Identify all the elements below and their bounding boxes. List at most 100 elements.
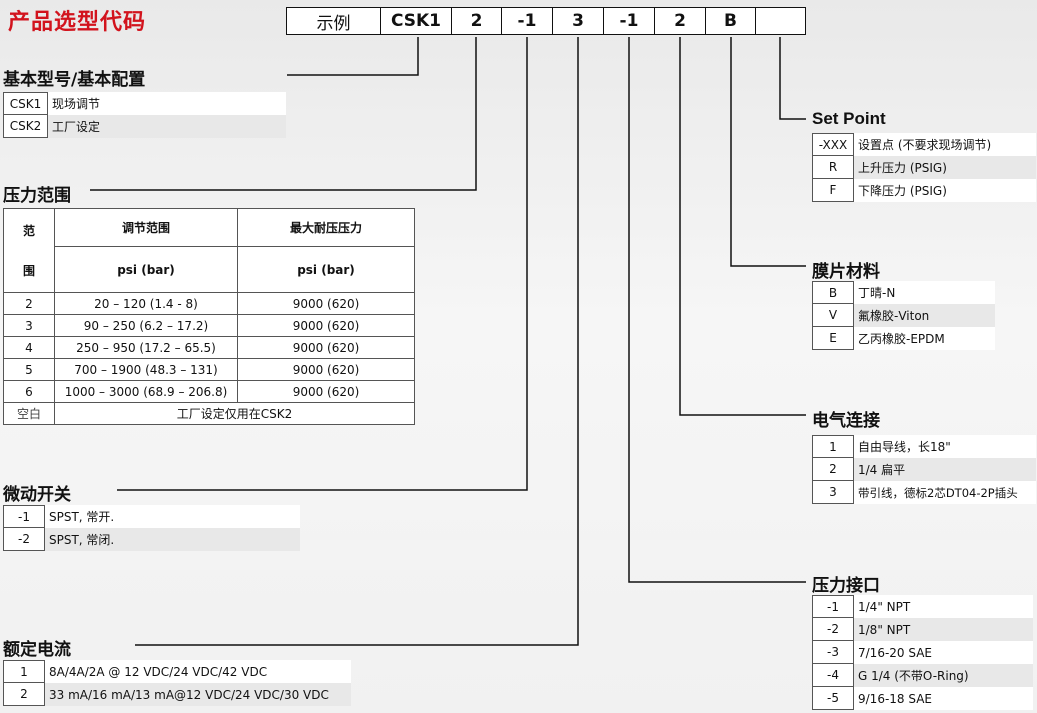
option-code: -2: [812, 618, 854, 641]
code-segment-set-point: [755, 7, 806, 35]
code-segment-pressure-range: 2: [451, 7, 502, 35]
option-desc: 1/4 扁平: [854, 458, 1036, 481]
list-item: V 氟橡胶-Viton: [812, 304, 995, 327]
max-unit-header: psi (bar): [237, 246, 415, 293]
option-code: 1: [812, 435, 854, 458]
option-desc: 丁晴-N: [854, 281, 995, 304]
code-segment-port: -1: [603, 7, 655, 35]
connector-micro-switch: [117, 37, 528, 491]
list-item: R 上升压力 (PSIG): [812, 156, 1036, 179]
option-code: -5: [812, 687, 854, 710]
option-code: F: [812, 179, 854, 202]
option-code: -2: [3, 528, 45, 551]
adjust-col-header: 调节范围: [54, 208, 238, 247]
list-item: B 丁晴-N: [812, 281, 995, 304]
option-code: -XXX: [812, 133, 854, 156]
micro-switch-options: -1 SPST, 常开. -2 SPST, 常闭.: [3, 505, 300, 551]
option-code: -4: [812, 664, 854, 687]
code-segment-electrical: 2: [654, 7, 706, 35]
pressure-range-title: 压力范围: [3, 186, 71, 206]
list-item: -XXX 设置点 (不要求现场调节): [812, 133, 1036, 156]
option-code: R: [812, 156, 854, 179]
page-title: 产品选型代码: [8, 9, 147, 35]
option-code: -3: [812, 641, 854, 664]
option-desc: 7/16-20 SAE: [854, 641, 1033, 664]
option-code: E: [812, 327, 854, 350]
connector-electrical: [679, 37, 806, 416]
max-col-header: 最大耐压压力: [237, 208, 415, 247]
base-model-title: 基本型号/基本配置: [3, 70, 146, 90]
list-item: 1 自由导线，长18": [812, 435, 1036, 458]
set-point-options: -XXX 设置点 (不要求现场调节) R 上升压力 (PSIG) F 下降压力 …: [812, 133, 1036, 202]
list-item: 2 1/4 扁平: [812, 458, 1036, 481]
connector-set-point: [779, 37, 806, 120]
option-desc: 氟橡胶-Viton: [854, 304, 995, 327]
diaphragm-title: 膜片材料: [812, 262, 880, 282]
table-row: 2 20 – 120 (1.4 - 8) 9000 (620): [3, 292, 415, 315]
rated-current-title: 额定电流: [3, 640, 71, 660]
option-desc: G 1/4 (不带O-Ring): [854, 664, 1033, 687]
list-item: F 下降压力 (PSIG): [812, 179, 1036, 202]
code-segment-micro-switch: -1: [501, 7, 553, 35]
table-row: 3 90 – 250 (6.2 – 17.2) 9000 (620): [3, 314, 415, 337]
option-desc: 乙丙橡胶-EPDM: [854, 327, 995, 350]
option-desc: 1/8" NPT: [854, 618, 1033, 641]
option-code: 3: [812, 481, 854, 504]
option-desc: 9/16-18 SAE: [854, 687, 1033, 710]
option-desc: 自由导线，长18": [854, 435, 1036, 458]
code-segment-diaphragm: B: [705, 7, 756, 35]
electrical-options: 1 自由导线，长18" 2 1/4 扁平 3 带引线，德标2芯DT04-2P插头: [812, 435, 1036, 504]
list-item: 2 33 mA/16 mA/13 mA@12 VDC/24 VDC/30 VDC: [3, 683, 351, 706]
option-code: 1: [3, 660, 45, 683]
list-item: -4 G 1/4 (不带O-Ring): [812, 664, 1033, 687]
connector-pressure-range: [90, 37, 477, 191]
rated-current-options: 1 8A/4A/2A @ 12 VDC/24 VDC/42 VDC 2 33 m…: [3, 660, 351, 706]
list-item: 3 带引线，德标2芯DT04-2P插头: [812, 481, 1036, 504]
option-desc: 带引线，德标2芯DT04-2P插头: [854, 481, 1036, 504]
option-code: 2: [3, 683, 45, 706]
list-item: E 乙丙橡胶-EPDM: [812, 327, 995, 350]
list-item: -2 SPST, 常闭.: [3, 528, 300, 551]
base-model-options: CSK1 现场调节 CSK2 工厂设定: [3, 92, 286, 138]
option-desc: 工厂设定: [48, 115, 286, 138]
code-example-label: 示例: [286, 7, 381, 35]
option-desc: SPST, 常开.: [45, 505, 300, 528]
option-code: V: [812, 304, 854, 327]
option-desc: 现场调节: [48, 92, 286, 115]
list-item: -1 SPST, 常开.: [3, 505, 300, 528]
option-desc: 33 mA/16 mA/13 mA@12 VDC/24 VDC/30 VDC: [45, 683, 351, 706]
option-desc: 8A/4A/2A @ 12 VDC/24 VDC/42 VDC: [45, 660, 351, 683]
connector-base-model: [287, 37, 419, 76]
option-code: CSK1: [3, 92, 48, 115]
list-item: -3 7/16-20 SAE: [812, 641, 1033, 664]
micro-switch-title: 微动开关: [3, 485, 71, 505]
option-desc: 1/4" NPT: [854, 595, 1033, 618]
table-row: 4 250 – 950 (17.2 – 65.5) 9000 (620): [3, 336, 415, 359]
list-item: -2 1/8" NPT: [812, 618, 1033, 641]
connector-diaphragm: [730, 37, 806, 267]
table-row: 空白 工厂设定仅用在CSK2: [3, 402, 415, 425]
pressure-range-table: 范 围 调节范围 最大耐压压力 psi (bar) psi (bar) 2 20…: [3, 208, 415, 425]
port-title: 压力接口: [812, 576, 880, 596]
option-desc: 上升压力 (PSIG): [854, 156, 1036, 179]
list-item: 1 8A/4A/2A @ 12 VDC/24 VDC/42 VDC: [3, 660, 351, 683]
code-segment-rated-current: 3: [552, 7, 604, 35]
list-item: CSK1 现场调节: [3, 92, 286, 115]
range-col-header: 范 围: [3, 208, 55, 293]
electrical-title: 电气连接: [812, 411, 880, 431]
connector-port: [628, 37, 806, 583]
set-point-title: Set Point: [812, 109, 886, 128]
option-desc: 设置点 (不要求现场调节): [854, 133, 1036, 156]
option-code: -1: [3, 505, 45, 528]
option-desc: SPST, 常闭.: [45, 528, 300, 551]
adjust-unit-header: psi (bar): [54, 246, 238, 293]
code-segment-model: CSK1: [380, 7, 452, 35]
diaphragm-options: B 丁晴-N V 氟橡胶-Viton E 乙丙橡胶-EPDM: [812, 281, 995, 350]
table-row: 5 700 – 1900 (48.3 – 131) 9000 (620): [3, 358, 415, 381]
option-code: -1: [812, 595, 854, 618]
option-code: B: [812, 281, 854, 304]
option-code: CSK2: [3, 115, 48, 138]
option-desc: 下降压力 (PSIG): [854, 179, 1036, 202]
option-code: 2: [812, 458, 854, 481]
